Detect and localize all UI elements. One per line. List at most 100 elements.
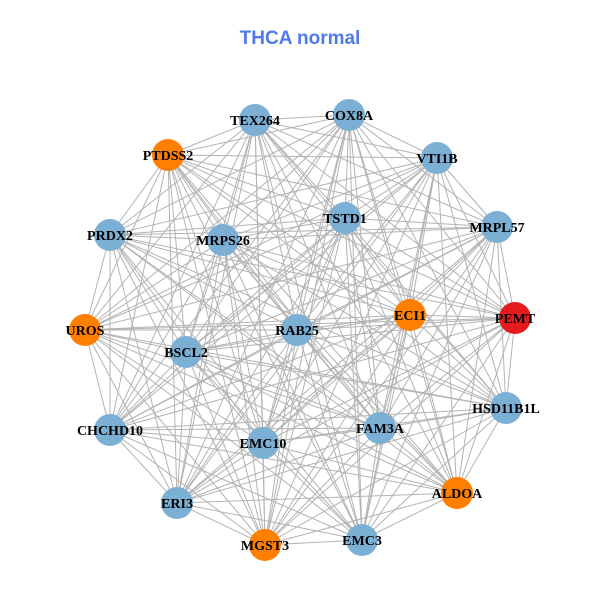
node-label: ALDOA: [432, 487, 483, 502]
node-circle[interactable]: [161, 487, 193, 519]
edge-CHCHD10-ERI3: [109, 429, 178, 504]
edge-PTDSS2-MGST3: [167, 154, 266, 546]
node-circle[interactable]: [239, 104, 271, 136]
edge-BSCL2-EMC10: [185, 351, 264, 444]
edge-TEX264-HSD11B1L: [254, 119, 507, 409]
node-HSD11B1L[interactable]: HSD11B1L: [472, 392, 540, 424]
node-PEMT[interactable]: PEMT: [495, 302, 536, 334]
edge-COX8A-PEMT: [348, 114, 516, 319]
edge-MRPS26-EMC10: [222, 239, 264, 444]
edge-FAM3A-EMC3: [361, 427, 381, 541]
node-TEX264[interactable]: TEX264: [230, 104, 280, 136]
node-UROS[interactable]: UROS: [66, 314, 105, 346]
edge-UROS-CHCHD10: [84, 329, 111, 431]
node-MGST3[interactable]: MGST3: [241, 529, 289, 561]
edge-ECI1-ERI3: [176, 314, 411, 504]
node-label: TSTD1: [323, 212, 367, 227]
edge-PTDSS2-EMC10: [167, 154, 264, 444]
edge-ALDOA-EMC3: [361, 492, 458, 541]
node-label: MRPL57: [469, 221, 524, 236]
node-label: RAB25: [275, 324, 319, 339]
edge-MRPS26-HSD11B1L: [222, 239, 507, 409]
edge-CHCHD10-FAM3A: [109, 427, 381, 431]
node-COX8A[interactable]: COX8A: [325, 99, 374, 131]
node-PTDSS2[interactable]: PTDSS2: [143, 139, 194, 171]
node-ERI3[interactable]: ERI3: [161, 487, 193, 519]
edge-PTDSS2-MRPL57: [167, 154, 498, 228]
node-circle[interactable]: [421, 142, 453, 174]
node-circle[interactable]: [281, 314, 313, 346]
edge-MRPS26-MRPL57: [222, 226, 498, 241]
node-circle[interactable]: [94, 414, 126, 446]
node-label: MRPS26: [196, 234, 250, 249]
node-circle[interactable]: [346, 524, 378, 556]
node-circle[interactable]: [441, 477, 473, 509]
node-circle[interactable]: [329, 202, 361, 234]
node-TSTD1[interactable]: TSTD1: [323, 202, 367, 234]
edge-COX8A-EMC3: [348, 114, 363, 541]
edge-VTI1B-EMC10: [262, 157, 438, 444]
node-FAM3A[interactable]: FAM3A: [356, 412, 405, 444]
node-label: MGST3: [241, 539, 289, 554]
edge-TEX264-TSTD1: [254, 119, 346, 219]
edge-HSD11B1L-ALDOA: [456, 407, 507, 494]
edge-PRDX2-PEMT: [109, 234, 516, 319]
edge-COX8A-MRPL57: [348, 114, 498, 228]
node-ALDOA[interactable]: ALDOA: [432, 477, 483, 509]
node-circle[interactable]: [69, 314, 101, 346]
node-EMC10[interactable]: EMC10: [240, 427, 287, 459]
node-circle[interactable]: [94, 219, 126, 251]
edge-VTI1B-ECI1: [409, 157, 438, 316]
node-circle[interactable]: [481, 211, 513, 243]
edge-PRDX2-MRPS26: [109, 234, 224, 241]
node-circle[interactable]: [247, 427, 279, 459]
node-circle[interactable]: [207, 224, 239, 256]
node-circle[interactable]: [152, 139, 184, 171]
node-circle[interactable]: [333, 99, 365, 131]
edge-CHCHD10-MGST3: [109, 429, 266, 546]
edge-COX8A-UROS: [84, 114, 350, 331]
node-EMC3[interactable]: EMC3: [342, 524, 382, 556]
edge-PEMT-ALDOA: [456, 317, 516, 494]
edge-BSCL2-ALDOA: [185, 351, 458, 494]
edge-PRDX2-UROS: [84, 234, 111, 331]
node-VTI1B[interactable]: VTI1B: [416, 142, 458, 174]
node-PRDX2[interactable]: PRDX2: [87, 219, 133, 251]
node-label: PTDSS2: [143, 149, 194, 164]
edge-ECI1-EMC10: [262, 314, 411, 444]
edge-RAB25-EMC3: [296, 329, 363, 541]
edge-PRDX2-MRPL57: [109, 226, 498, 236]
node-circle[interactable]: [499, 302, 531, 334]
edge-VTI1B-PTDSS2: [167, 154, 438, 159]
node-circle[interactable]: [170, 336, 202, 368]
edge-BSCL2-HSD11B1L: [185, 351, 507, 409]
edge-UROS-MGST3: [84, 329, 266, 546]
edge-BSCL2-ERI3: [176, 351, 187, 504]
node-label: EMC3: [342, 534, 382, 549]
edge-EMC10-ALDOA: [262, 442, 458, 494]
edge-MRPL57-UROS: [84, 226, 498, 331]
node-BSCL2[interactable]: BSCL2: [164, 336, 208, 368]
node-CHCHD10[interactable]: CHCHD10: [77, 414, 143, 446]
node-circle[interactable]: [490, 392, 522, 424]
node-circle[interactable]: [394, 299, 426, 331]
edge-MRPS26-ECI1: [222, 239, 411, 316]
node-MRPL57[interactable]: MRPL57: [469, 211, 525, 243]
node-MRPS26[interactable]: MRPS26: [196, 224, 250, 256]
edge-COX8A-MRPS26: [222, 114, 350, 241]
node-ECI1[interactable]: ECI1: [394, 299, 426, 331]
edge-MRPL57-ECI1: [409, 226, 498, 316]
edge-FAM3A-EMC10: [262, 427, 381, 444]
node-circle[interactable]: [249, 529, 281, 561]
edge-ECI1-FAM3A: [379, 314, 411, 429]
node-label: CHCHD10: [77, 424, 143, 439]
edge-EMC10-ERI3: [176, 442, 264, 504]
edge-COX8A-HSD11B1L: [348, 114, 507, 409]
node-circle[interactable]: [364, 412, 396, 444]
edge-RAB25-EMC10: [262, 329, 298, 444]
edge-PRDX2-BSCL2: [109, 234, 187, 353]
edge-TEX264-ALDOA: [254, 119, 458, 494]
node-label: BSCL2: [164, 346, 208, 361]
edge-COX8A-BSCL2: [185, 114, 350, 353]
node-RAB25[interactable]: RAB25: [275, 314, 319, 346]
